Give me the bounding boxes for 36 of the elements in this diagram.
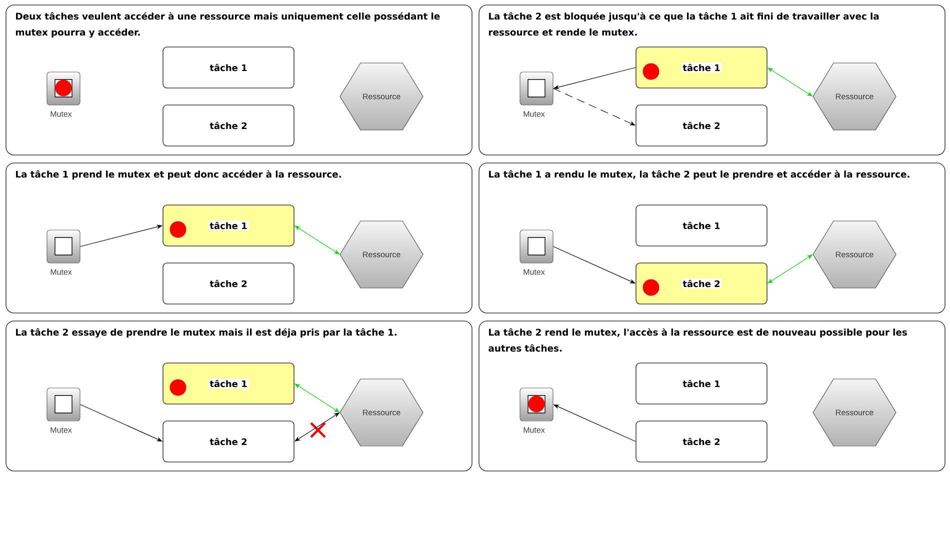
task-box: tâche 1 [162, 204, 294, 246]
token-dot [55, 80, 72, 96]
task-box: tâche 2 [162, 262, 294, 304]
token-dot [170, 221, 186, 238]
task-box: tâche 2 [162, 104, 294, 146]
task-box: tâche 1 [636, 362, 768, 404]
token-dot [170, 379, 186, 396]
task-box: tâche 1 [162, 362, 294, 404]
task-box: tâche 2 [636, 104, 768, 146]
resource-hexagon: Ressource [340, 220, 424, 288]
task-box: tâche 2 [636, 262, 768, 304]
panel-heading: Deux tâches veulent accéder à une ressource mais uniquement celle possédant le mutex pourra y accéder. [16, 12, 440, 38]
panel-heading: La tâche 1 prend le mutex et peut donc accéder à la ressource. [16, 170, 341, 180]
token-dot [642, 63, 660, 80]
node-label: Mutex [524, 111, 545, 117]
node-label: Mutex [524, 269, 545, 275]
task-box: tâche 1 [162, 46, 294, 88]
panel-heading: La tâche 2 essaye de prendre le mutex mais il est déja pris par la tâche 1. [16, 328, 396, 338]
token-dot [528, 396, 545, 412]
node-label: Mutex [50, 269, 72, 275]
resource-hexagon: Ressource [340, 378, 424, 446]
task-box: tâche 1 [636, 204, 768, 246]
panel-heading: La tâche 2 rend le mutex, l'accès à la ressource est de nouveau possible pour les autres tâches. [488, 328, 907, 352]
resource-hexagon: Ressource [340, 62, 424, 130]
resource-hexagon: Ressource [812, 220, 896, 288]
token-dot [642, 279, 660, 296]
node-label: Mutex [50, 427, 72, 433]
task-box: tâche 2 [162, 420, 294, 462]
task-box: tâche 1 [636, 46, 768, 88]
resource-hexagon: Ressource [812, 62, 896, 130]
panel-heading: La tâche 2 est bloquée jusqu'à ce que la tâche 1 ait fini de travailler avec la ressource et rende le mutex. [488, 12, 879, 36]
panel-heading: La tâche 1 a rendu le mutex, la tâche 2 peut le prendre et accéder à la ressource. [489, 170, 910, 180]
resource-hexagon: Ressource [812, 378, 896, 446]
node-label: Mutex [524, 427, 545, 433]
task-box: tâche 2 [636, 420, 768, 462]
node-label: Mutex [50, 111, 72, 117]
